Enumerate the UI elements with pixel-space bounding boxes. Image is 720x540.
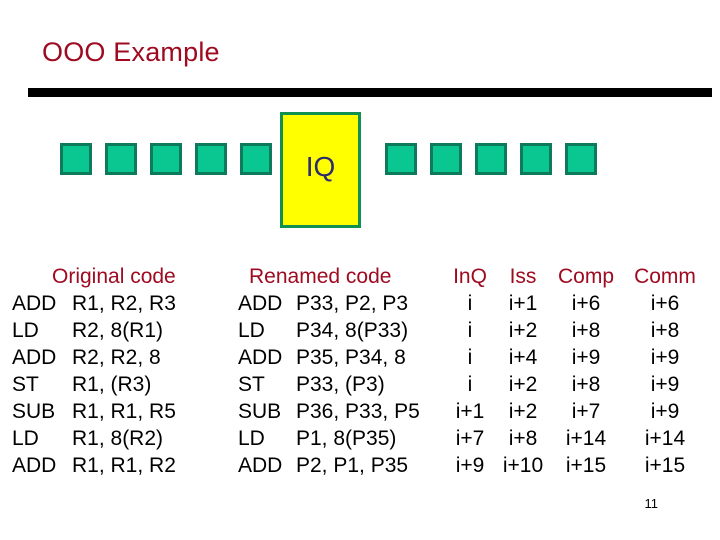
table-row: LD R1, 8(R2) LD P1, 8(P35) i+7 i+8 i+14 i+14 [0,425,720,452]
row-iss-cycle: i+2 [508,373,538,396]
pipeline-slot-right-4 [520,143,552,175]
row-original-operands: R1, (R3) [72,373,152,396]
row-comm-cycle: i+14 [644,427,686,450]
row-renamed-opcode: ADD [238,454,283,477]
row-original-opcode: ADD [12,292,57,315]
pipeline-slot-left-4 [195,143,227,175]
row-original-operands: R1, R1, R5 [72,400,176,423]
row-original-opcode: LD [12,427,39,450]
pipeline-slot-left-3 [150,143,182,175]
pipeline-slot-left-2 [105,143,137,175]
title-divider [28,88,712,97]
row-inq-cycle: i [467,346,473,369]
row-original-opcode: ST [12,373,39,396]
row-comm-cycle: i+8 [650,319,680,342]
row-comm-cycle: i+9 [650,346,680,369]
page-title: OOO Example [42,37,220,67]
table-row: ADD R2, R2, 8 ADD P35, P34, 8 i i+4 i+9 i+9 [0,344,720,371]
row-original-operands: R1, R1, R2 [72,454,176,477]
row-original-operands: R2, 8(R1) [72,319,164,342]
row-original-operands: R2, R2, 8 [72,346,161,369]
column-header-iss: Iss [509,265,537,288]
column-header-original-code: Original code [52,265,176,288]
row-inq-cycle: i+7 [455,427,485,450]
row-inq-cycle: i [467,373,473,396]
row-renamed-operands: P33, P2, P3 [296,292,409,315]
row-comm-cycle: i+6 [650,292,680,315]
row-inq-cycle: i [467,292,473,315]
row-comm-cycle: i+9 [650,373,680,396]
row-renamed-operands: P34, 8(P33) [296,319,409,342]
row-comm-cycle: i+9 [650,400,680,423]
row-comp-cycle: i+6 [571,292,601,315]
instruction-queue-box: IQ [280,112,361,228]
row-renamed-operands: P2, P1, P35 [296,454,409,477]
table-row: LD R2, 8(R1) LD P34, 8(P33) i i+2 i+8 i+8 [0,317,720,344]
column-header-comp: Comp [557,265,615,288]
row-renamed-opcode: SUB [238,400,282,423]
row-renamed-opcode: ADD [238,292,283,315]
row-inq-cycle: i [467,319,473,342]
table-row: ADD R1, R1, R2 ADD P2, P1, P35 i+9 i+10 i+15 i+… [0,452,720,479]
row-original-operands: R1, 8(R2) [72,427,164,450]
pipeline-slot-left-5 [240,143,272,175]
table-row: SUB R1, R1, R5 SUB P36, P33, P5 i+1 i+2 i+7 i+9 [0,398,720,425]
row-original-opcode: SUB [12,400,56,423]
row-iss-cycle: i+1 [508,292,538,315]
row-renamed-operands: P33, (P3) [296,373,385,396]
page-number: 11 [644,496,659,511]
row-comp-cycle: i+14 [565,427,607,450]
row-iss-cycle: i+2 [508,319,538,342]
row-comp-cycle: i+8 [571,319,601,342]
row-iss-cycle: i+8 [508,427,538,450]
row-iss-cycle: i+4 [508,346,538,369]
row-comm-cycle: i+15 [644,454,686,477]
table-row: ST R1, (R3) ST P33, (P3) i i+2 i+8 i+9 [0,371,720,398]
row-renamed-opcode: LD [238,427,265,450]
row-comp-cycle: i+15 [565,454,607,477]
row-comp-cycle: i+8 [571,373,601,396]
row-renamed-operands: P36, P33, P5 [296,400,420,423]
pipeline-slot-right-2 [430,143,462,175]
row-renamed-opcode: LD [238,319,265,342]
pipeline-slot-right-1 [385,143,417,175]
row-inq-cycle: i+1 [455,400,485,423]
row-original-opcode: LD [12,319,39,342]
pipeline-slot-left-1 [60,143,92,175]
table-row: ADD R1, R2, R3 ADD P33, P2, P3 i i+1 i+6 i+6 [0,290,720,317]
row-renamed-operands: P1, 8(P35) [296,427,397,450]
row-comp-cycle: i+9 [571,346,601,369]
pipeline-diagram: IQ [0,110,720,235]
row-renamed-opcode: ADD [238,346,283,369]
column-header-inq: InQ [453,265,487,288]
column-header-renamed-code: Renamed code [249,265,392,288]
row-original-operands: R1, R2, R3 [72,292,176,315]
row-original-opcode: ADD [12,454,57,477]
row-renamed-opcode: ST [238,373,265,396]
row-iss-cycle: i+10 [502,454,544,477]
row-inq-cycle: i+9 [455,454,485,477]
row-original-opcode: ADD [12,346,57,369]
row-iss-cycle: i+2 [508,400,538,423]
instruction-queue-label: IQ [305,151,336,182]
row-comp-cycle: i+7 [571,400,601,423]
pipeline-slot-right-5 [565,143,597,175]
pipeline-slot-right-3 [475,143,507,175]
row-renamed-operands: P35, P34, 8 [296,346,406,369]
column-header-comm: Comm [634,265,696,288]
